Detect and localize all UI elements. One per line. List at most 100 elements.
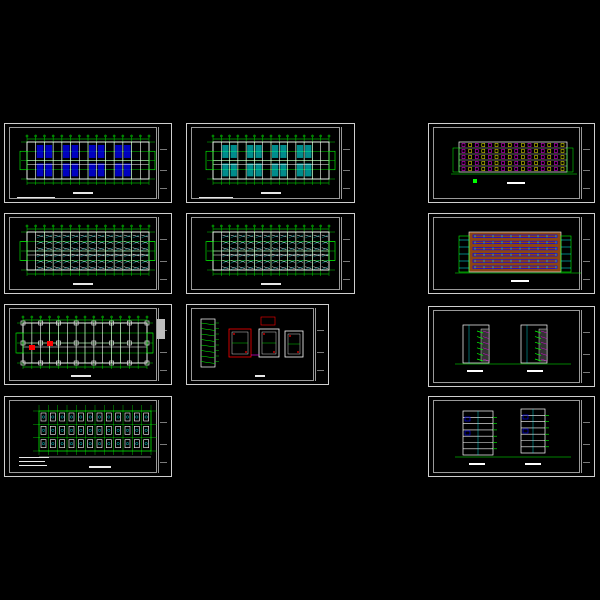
window [554,161,558,165]
room-fill [255,145,262,158]
hatch-line [80,241,88,244]
grid-bubble [60,134,64,138]
hatch-line [71,241,79,244]
rebar-line [54,241,61,245]
rebar-line [97,260,105,264]
rebar-line [288,266,295,270]
rebar-line [141,266,149,270]
grid-bubble [69,134,72,138]
stair-flight [200,361,216,364]
pile-cap [87,439,93,448]
hatch-line [123,247,131,250]
sheet-details[interactable] [186,304,329,385]
hatch-line [80,234,88,238]
hatch-line [321,266,329,269]
hatch-line [238,266,246,269]
rebar-line [62,260,70,264]
hatch-line [222,266,229,269]
rebar-line [36,247,44,251]
rebar-line [247,253,254,258]
notes-text [19,461,45,462]
grid-bubble [95,224,99,228]
sheet-floor-plan-4[interactable] [186,213,355,294]
rebar-line [247,241,254,245]
railing [540,342,548,345]
rebar-line [141,241,149,245]
room-fill [123,163,131,177]
sheet-pile-layout[interactable] [4,396,172,477]
rebar-line [222,241,229,245]
rebar-line [288,260,295,264]
floor-plan-svg [19,224,156,276]
pile-cap [115,426,121,435]
window [474,167,479,171]
grid-bubble [286,134,289,138]
window-section [522,414,529,420]
window [494,155,499,159]
grid-bubble [327,224,331,228]
window-band [472,265,558,269]
grid-bubble [327,134,331,138]
railing [482,347,490,350]
grid-bubble [127,315,131,319]
rebar-line [255,241,262,245]
pile-cap [78,439,84,448]
sheet-floor-plan-1[interactable] [4,123,172,203]
rebar-line [313,241,320,245]
sheet-floor-plan-2[interactable] [186,123,355,203]
front-elevation-drawing [451,132,577,190]
sheet-floor-plan-3[interactable] [4,213,172,294]
footing [56,320,61,326]
rebar-line [123,260,131,264]
end-block [452,147,460,173]
hatch-line [115,234,122,238]
window [547,149,552,153]
rebar-line [222,247,229,251]
room-fill [305,145,312,158]
rebar-line [288,253,295,258]
grid-bubble [219,134,223,138]
sheet-side-elevations[interactable] [428,306,595,387]
rebar-line [132,253,140,258]
sheet-border [9,127,157,199]
grid-bubble [92,315,96,319]
rebar-line [238,253,246,258]
hatch-line [132,234,140,238]
sheet-sections[interactable] [428,396,595,477]
rebar-line [115,260,122,264]
window [534,167,538,171]
sheet-colored-elevation[interactable] [428,213,595,294]
hatch-line [238,234,246,238]
hatch-line [106,260,114,263]
hatch-line [45,241,53,244]
rebar-line [45,260,53,264]
rebar-line [247,266,254,270]
railing [482,353,490,356]
grid-bubble [60,224,64,228]
hatch-line [280,247,287,250]
rebar-dot [273,351,275,353]
window [534,149,538,153]
rebar-line [230,241,237,245]
window [461,167,466,171]
pile-cap [134,426,140,435]
pile-cap [124,412,131,422]
window [507,143,512,147]
title-block [158,400,168,473]
hatch-line [288,241,295,244]
sheet-border [9,308,157,381]
pile-cap [78,426,84,435]
hatch-line [115,266,122,269]
rebar-line [280,234,287,239]
rebar-line [255,253,262,258]
stair-flight [200,344,216,348]
grid-bubble [244,224,248,228]
sheet-front-elevation[interactable] [428,123,595,203]
window [527,155,532,159]
sheet-foundation-plan[interactable] [4,304,172,385]
rebar-line [271,260,279,264]
window [540,167,545,171]
symbol-marker [473,179,477,183]
footing [56,360,61,366]
pile-cap [115,412,121,422]
